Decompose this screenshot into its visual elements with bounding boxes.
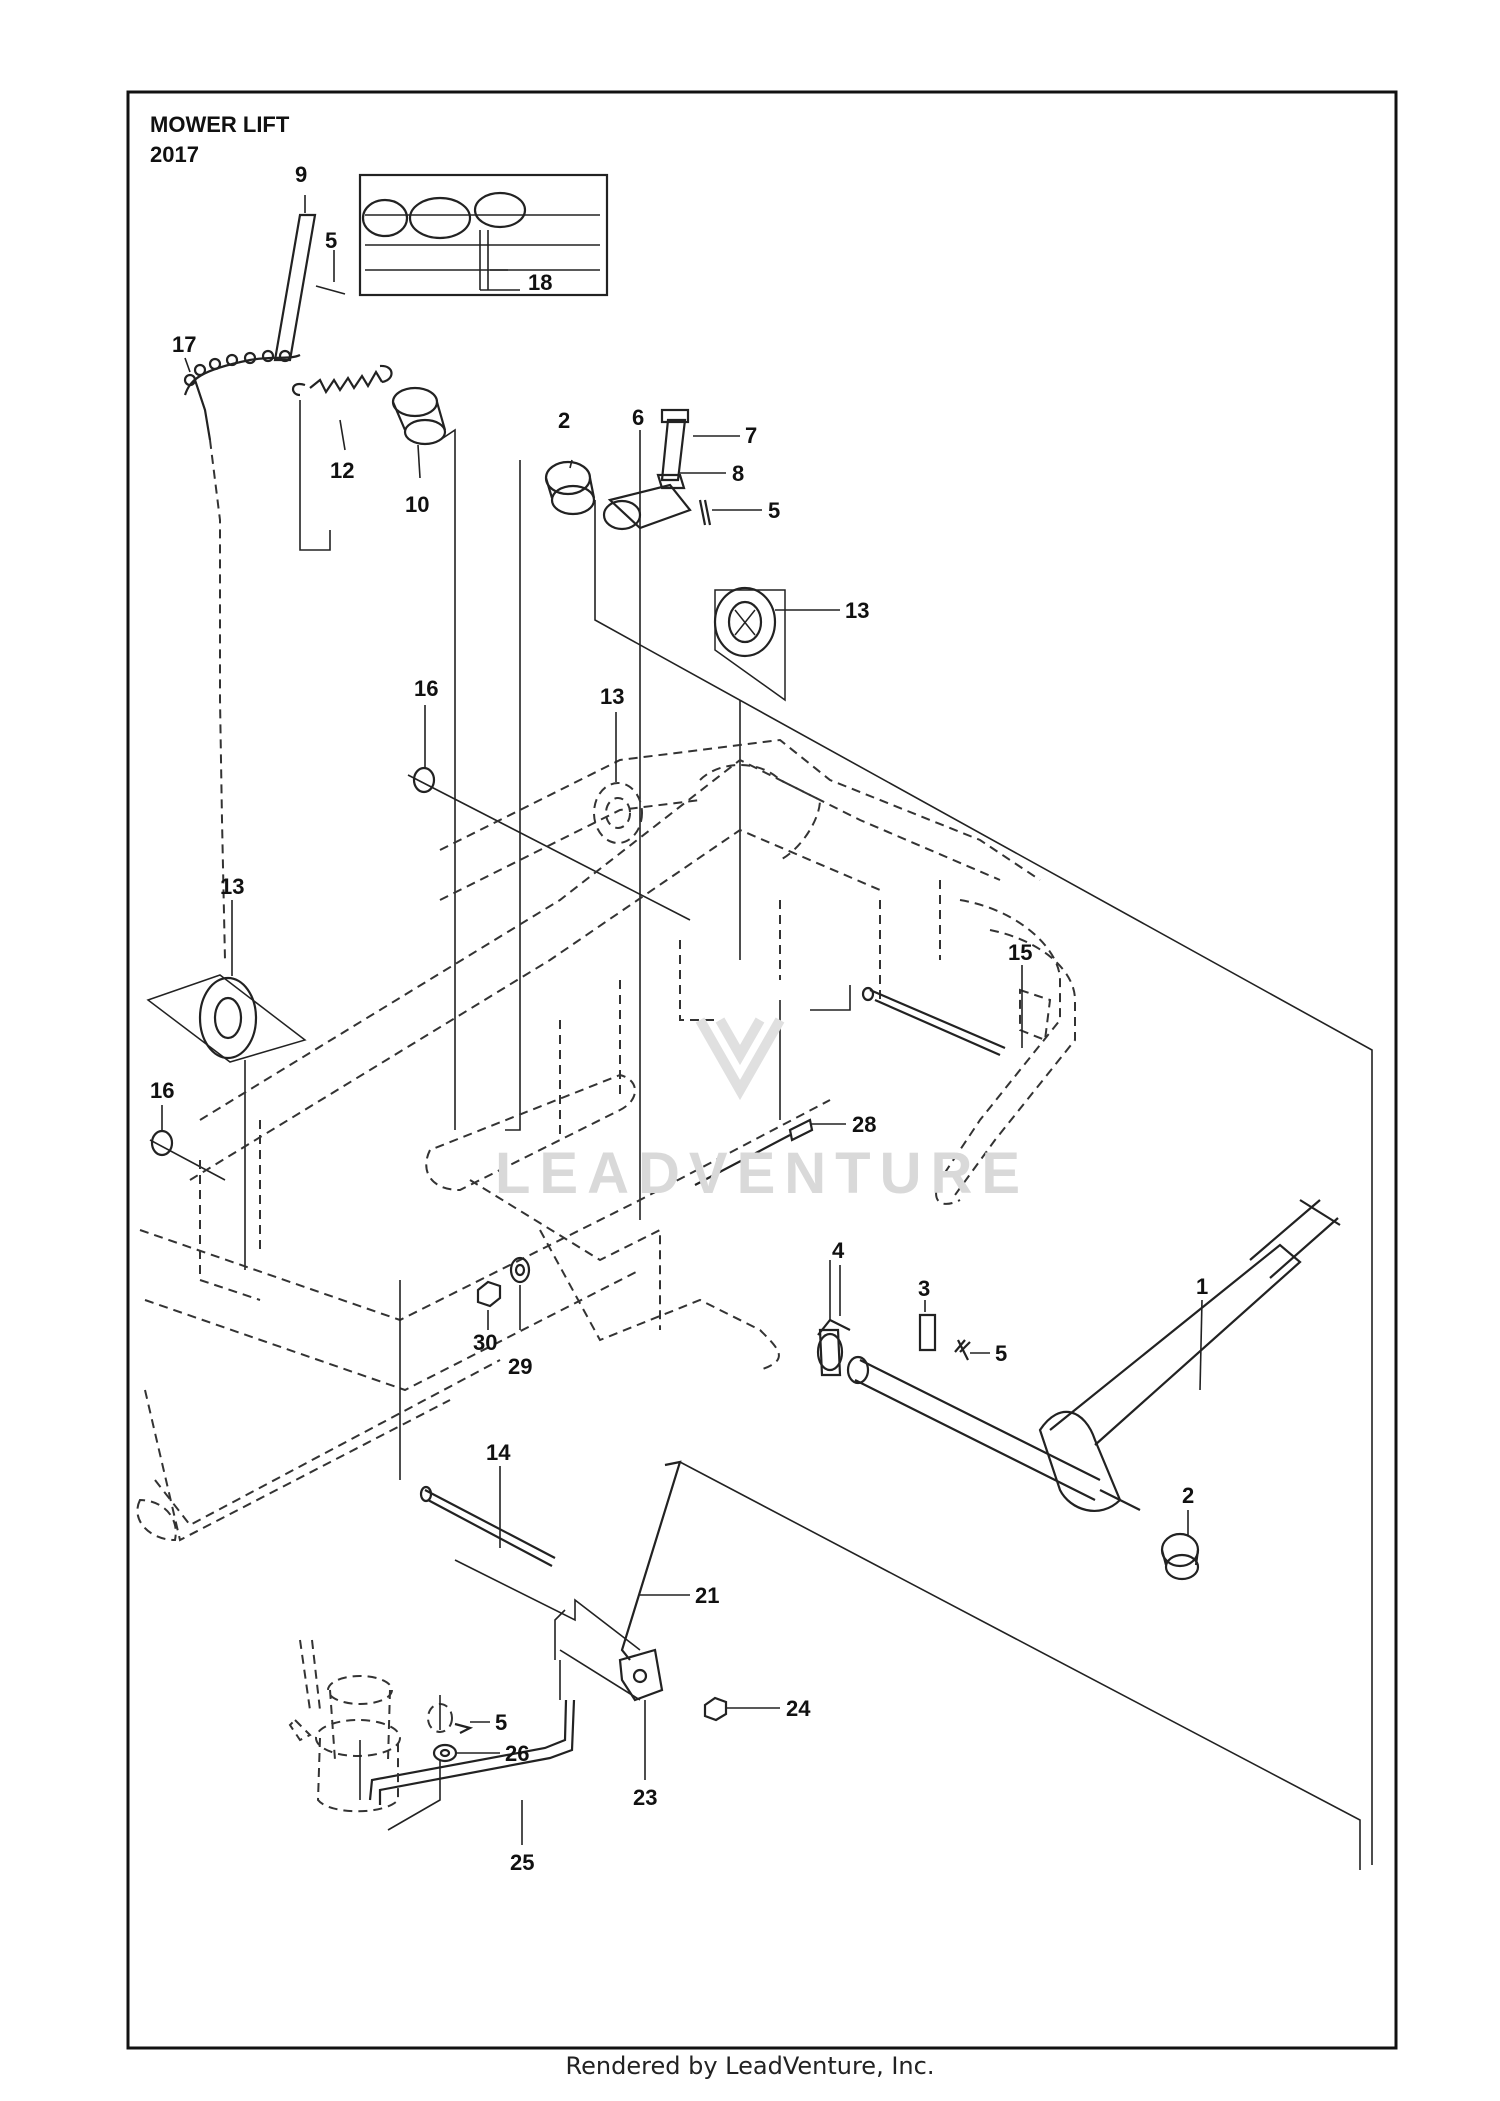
part-9-lift-rod	[273, 213, 346, 362]
part-13-pulley-top	[713, 586, 786, 960]
callout-12: 12	[330, 458, 354, 483]
callout-4: 4	[832, 1238, 845, 1263]
callout-24: 24	[786, 1696, 811, 1721]
watermark-logo	[695, 1017, 785, 1101]
callout-21: 21	[695, 1583, 719, 1608]
callout-1: 1	[1196, 1274, 1208, 1299]
callout-17: 17	[172, 332, 196, 357]
part-2-bushing-top	[544, 460, 596, 516]
callout-28: 28	[852, 1112, 876, 1137]
part-7-bolt	[660, 408, 690, 482]
part-1-lift-lever	[846, 1199, 1341, 1512]
part-17-chain	[183, 349, 301, 961]
part-13-pulley-left	[146, 974, 307, 1270]
inset-detail-18	[358, 173, 609, 297]
callout-5: 5	[495, 1710, 507, 1735]
watermark-text: LEADVENTURE	[495, 1141, 1030, 1206]
part-5-clip-bottom	[439, 1695, 474, 1734]
callout-9: 9	[295, 162, 307, 187]
callout-13: 13	[600, 684, 624, 709]
callout-25: 25	[510, 1850, 534, 1875]
part-10-bushing	[391, 386, 456, 1130]
footer-credit: Rendered by LeadVenture, Inc.	[565, 2052, 935, 2080]
part-8-nut	[656, 473, 686, 490]
part-5-clip-right	[954, 1339, 971, 1361]
part-21-link-rod	[620, 1460, 1361, 1870]
mower-frame	[136, 738, 1076, 1542]
leader-bracket-right	[594, 500, 1373, 1865]
diagram-year: 2017	[150, 142, 199, 167]
callout-10: 10	[405, 492, 429, 517]
part-4-collar	[816, 1260, 851, 1377]
callout-leaders	[161, 195, 1203, 1845]
callout-7: 7	[745, 423, 757, 448]
part-2-bushing-bottom	[1160, 1532, 1200, 1581]
callout-16: 16	[414, 676, 438, 701]
part-6-lift-bracket	[602, 430, 692, 1220]
diagram-frame	[126, 90, 1398, 2050]
callout-3: 3	[918, 1276, 930, 1301]
part-25-rod	[368, 1609, 576, 1805]
callout-5: 5	[325, 228, 337, 253]
callout-15: 15	[1008, 940, 1032, 965]
part-24-nut	[703, 1696, 728, 1722]
callout-23: 23	[633, 1785, 657, 1810]
part-14-rod	[399, 1280, 556, 1567]
diagram-title: MOWER LIFT	[150, 112, 290, 137]
callout-13: 13	[220, 874, 244, 899]
part-29-washer	[509, 1256, 531, 1284]
part-12-spring	[292, 364, 393, 551]
callout-16: 16	[150, 1078, 174, 1103]
part-16-clip-left	[149, 1129, 226, 1181]
part-15-rod	[810, 985, 1006, 1057]
callout-2: 2	[558, 408, 570, 433]
part-13-pulley-middle	[593, 782, 643, 844]
callout-5: 5	[995, 1341, 1007, 1366]
callout-6: 6	[632, 405, 644, 430]
callout-18: 18	[528, 270, 552, 295]
part-3-pin	[918, 1313, 937, 1352]
callout-labels: 9 5 18 17 12 10 2 6 7 8 5 13 16 13 13 15…	[150, 162, 1208, 1875]
part-23-bracket	[454, 1559, 664, 1702]
callout-8: 8	[732, 461, 744, 486]
part-5-cotter-pin-top	[698, 499, 712, 526]
callout-14: 14	[486, 1440, 511, 1465]
callout-13: 13	[845, 598, 869, 623]
callout-30: 30	[473, 1330, 497, 1355]
part-30-nut	[476, 1280, 502, 1308]
callout-5: 5	[768, 498, 780, 523]
leader-bracket-left	[505, 460, 521, 1131]
callout-26: 26	[505, 1741, 529, 1766]
callout-29: 29	[508, 1354, 532, 1379]
callout-2: 2	[1182, 1483, 1194, 1508]
part-16-clip-top	[407, 766, 691, 921]
